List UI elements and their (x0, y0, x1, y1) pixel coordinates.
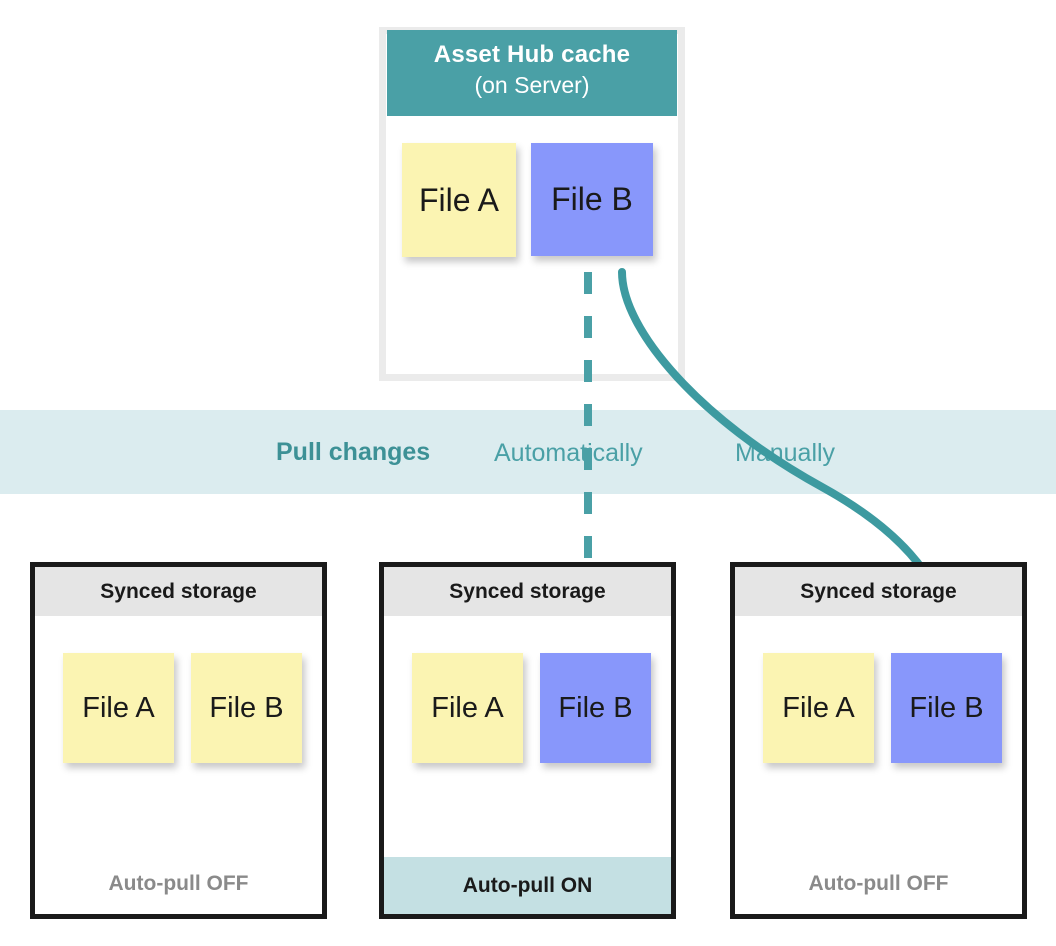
cache-title-primary: Asset Hub cache (433, 41, 631, 68)
storage-right-file-card-b[interactable]: File B (891, 653, 1002, 763)
auto-pull-status-right: Auto-pull OFF (808, 872, 949, 895)
storage-body-right: File A File B Auto-pull OFF (735, 616, 1022, 914)
storage-right-file-label-b: File B (909, 691, 984, 724)
auto-pull-status-middle: Auto-pull ON (384, 857, 671, 914)
asset-hub-cache-header: Asset Hub cache (on Server) (387, 30, 677, 116)
synced-storage-panel-middle: Synced storage File A File B Auto-pull O… (379, 562, 676, 919)
storage-title-left: Synced storage (35, 567, 322, 616)
storage-middle-file-card-b[interactable]: File B (540, 653, 651, 763)
storage-right-file-label-a: File A (782, 691, 855, 724)
cache-file-card-b[interactable]: File B (531, 143, 653, 256)
pull-mode-manual-label: Manually (735, 439, 836, 467)
storage-title-right: Synced storage (735, 567, 1022, 616)
storage-right-file-card-a[interactable]: File A (763, 653, 874, 763)
storage-left-file-label-a: File A (82, 691, 155, 724)
storage-middle-file-label-a: File A (431, 691, 504, 724)
cache-title-secondary: (on Server) (474, 72, 590, 98)
cache-file-label-a: File A (418, 181, 500, 218)
cache-file-card-a[interactable]: File A (402, 143, 516, 257)
pull-mode-automatic-label: Automatically (494, 439, 643, 467)
storage-left-file-label-b: File B (209, 691, 284, 724)
storage-title-middle: Synced storage (384, 567, 671, 616)
storage-left-file-card-b[interactable]: File B (191, 653, 302, 763)
storage-body-middle: File A File B Auto-pull ON (384, 616, 671, 914)
storage-middle-file-card-a[interactable]: File A (412, 653, 523, 763)
cache-file-label-b: File B (551, 181, 633, 217)
pull-changes-label: Pull changes (276, 438, 431, 466)
storage-left-file-card-a[interactable]: File A (63, 653, 174, 763)
storage-body-left: File A File B Auto-pull OFF (35, 616, 322, 914)
synced-storage-panel-left: Synced storage File A File B Auto-pull O… (30, 562, 327, 919)
synced-storage-panel-right: Synced storage File A File B Auto-pull O… (730, 562, 1027, 919)
storage-middle-file-label-b: File B (558, 691, 633, 724)
auto-pull-status-left: Auto-pull OFF (108, 872, 249, 895)
